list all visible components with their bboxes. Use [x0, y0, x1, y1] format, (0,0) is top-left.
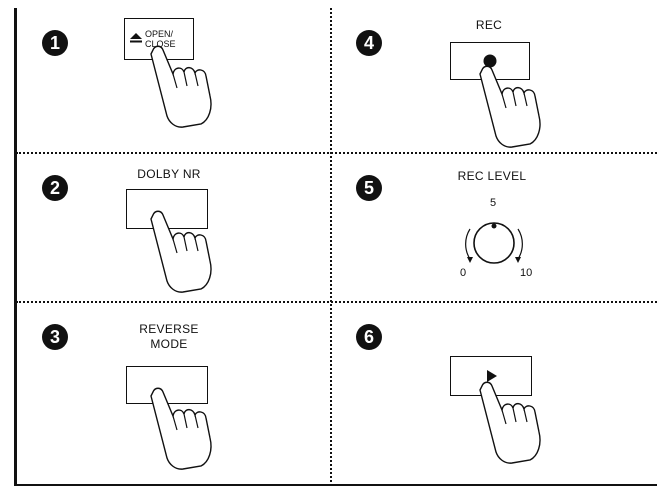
dial-mark-right: 10	[520, 267, 532, 279]
pointing-hand-icon	[147, 209, 217, 294]
dolby-nr-label: DOLBY NR	[114, 167, 224, 182]
pointing-hand-icon	[147, 386, 217, 471]
step-5-panel: 5 REC LEVEL 5 0 10	[332, 153, 657, 301]
instruction-sheet: 1 OPEN/ CLOSE 2 DOLBY NR 3 REVERSE MODE	[6, 8, 657, 486]
rec-label: REC	[444, 18, 534, 33]
reverse-mode-label-line2: MODE	[114, 337, 224, 352]
step-2-number: 2	[42, 175, 68, 201]
pointing-hand-icon	[476, 64, 546, 149]
reverse-mode-label-line1: REVERSE	[114, 322, 224, 337]
step-1-panel: 1 OPEN/ CLOSE	[6, 8, 330, 152]
step-3-number: 3	[42, 324, 68, 350]
open-close-label-line1: OPEN/	[145, 29, 173, 39]
dial-mark-left: 0	[460, 267, 466, 279]
rec-level-dial[interactable]	[440, 207, 550, 287]
step-5-number: 5	[356, 175, 382, 201]
pointing-hand-icon	[476, 380, 546, 465]
step-1-number: 1	[42, 30, 68, 56]
pointing-hand-icon	[147, 44, 217, 129]
step-2-panel: 2 DOLBY NR	[6, 153, 330, 301]
step-6-panel: 6	[332, 302, 657, 484]
frame-bottom-border	[14, 484, 657, 486]
step-6-number: 6	[356, 324, 382, 350]
step-3-panel: 3 REVERSE MODE	[6, 302, 330, 484]
rec-level-label: REC LEVEL	[432, 169, 552, 184]
step-4-panel: 4 REC	[332, 8, 657, 152]
eject-icon	[130, 33, 142, 43]
step-4-number: 4	[356, 30, 382, 56]
